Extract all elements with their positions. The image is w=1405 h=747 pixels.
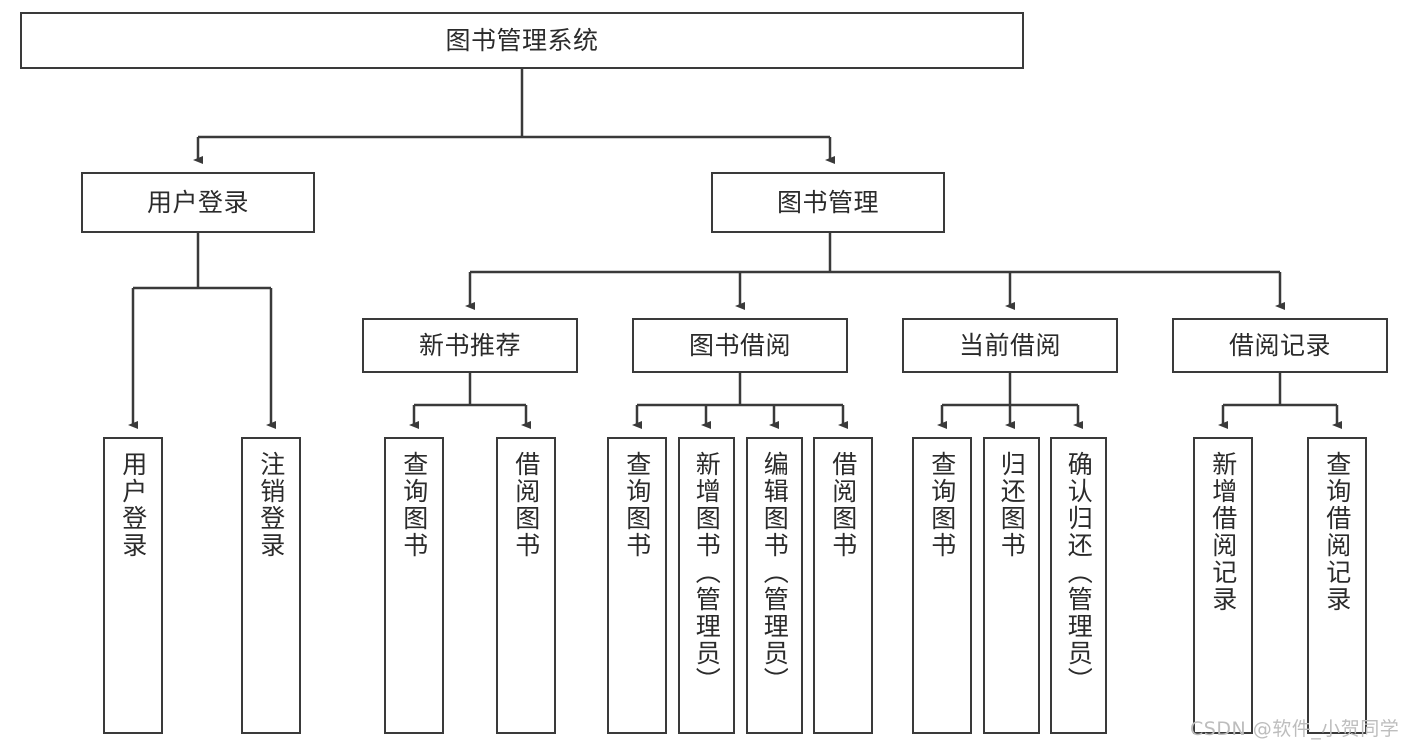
node-root-book-management-system[interactable]: 图书管理系统 (20, 12, 1024, 69)
node-new-book-recommend[interactable]: 新书推荐 (362, 318, 578, 373)
node-label: 查询图书 (927, 451, 957, 559)
node-borrow-record[interactable]: 借阅记录 (1172, 318, 1388, 373)
node-label: 用户登录 (146, 187, 249, 217)
node-label: 图书管理系统 (445, 25, 599, 55)
leaf-book-borrow-borrow-book[interactable]: 借阅图书 (813, 437, 873, 734)
node-book-management[interactable]: 图书管理 (711, 172, 945, 233)
node-label: 新增图书（管理员） (692, 451, 722, 694)
leaf-current-borrow-confirm-return-admin[interactable]: 确认归还（管理员） (1050, 437, 1107, 734)
node-label: 归还图书 (997, 451, 1027, 559)
node-label: 查询借阅记录 (1322, 451, 1352, 613)
node-user-login[interactable]: 用户登录 (81, 172, 315, 233)
node-label: 编辑图书（管理员） (760, 451, 790, 694)
leaf-borrow-record-add-record[interactable]: 新增借阅记录 (1193, 437, 1253, 734)
leaf-new-book-query-book[interactable]: 查询图书 (384, 437, 444, 734)
node-label: 查询图书 (399, 451, 429, 559)
node-book-borrow[interactable]: 图书借阅 (632, 318, 848, 373)
leaf-borrow-record-query-record[interactable]: 查询借阅记录 (1307, 437, 1367, 734)
node-label: 新增借阅记录 (1208, 451, 1238, 613)
leaf-current-borrow-return-book[interactable]: 归还图书 (983, 437, 1040, 734)
node-label: 图书管理 (776, 187, 879, 217)
node-label: 注销登录 (256, 451, 286, 559)
node-label: 查询图书 (622, 451, 652, 559)
leaf-current-borrow-query-book[interactable]: 查询图书 (912, 437, 972, 734)
leaf-book-borrow-add-book-admin[interactable]: 新增图书（管理员） (678, 437, 735, 734)
node-label: 借阅图书 (828, 451, 858, 559)
leaf-user-login-logout[interactable]: 注销登录 (241, 437, 301, 734)
leaf-user-login-login[interactable]: 用户登录 (103, 437, 163, 734)
node-label: 当前借阅 (958, 330, 1061, 360)
leaf-book-borrow-edit-book-admin[interactable]: 编辑图书（管理员） (746, 437, 803, 734)
leaf-new-book-borrow-book[interactable]: 借阅图书 (496, 437, 556, 734)
node-label: 确认归还（管理员） (1064, 451, 1094, 694)
csdn-watermark: CSDN @软件_小贺同学 (1190, 718, 1400, 740)
node-label: 新书推荐 (418, 330, 521, 360)
node-current-borrow[interactable]: 当前借阅 (902, 318, 1118, 373)
leaf-book-borrow-query-book[interactable]: 查询图书 (607, 437, 667, 734)
node-label: 图书借阅 (688, 330, 791, 360)
node-label: 用户登录 (118, 451, 148, 559)
node-label: 借阅记录 (1228, 330, 1331, 360)
node-label: 借阅图书 (511, 451, 541, 559)
